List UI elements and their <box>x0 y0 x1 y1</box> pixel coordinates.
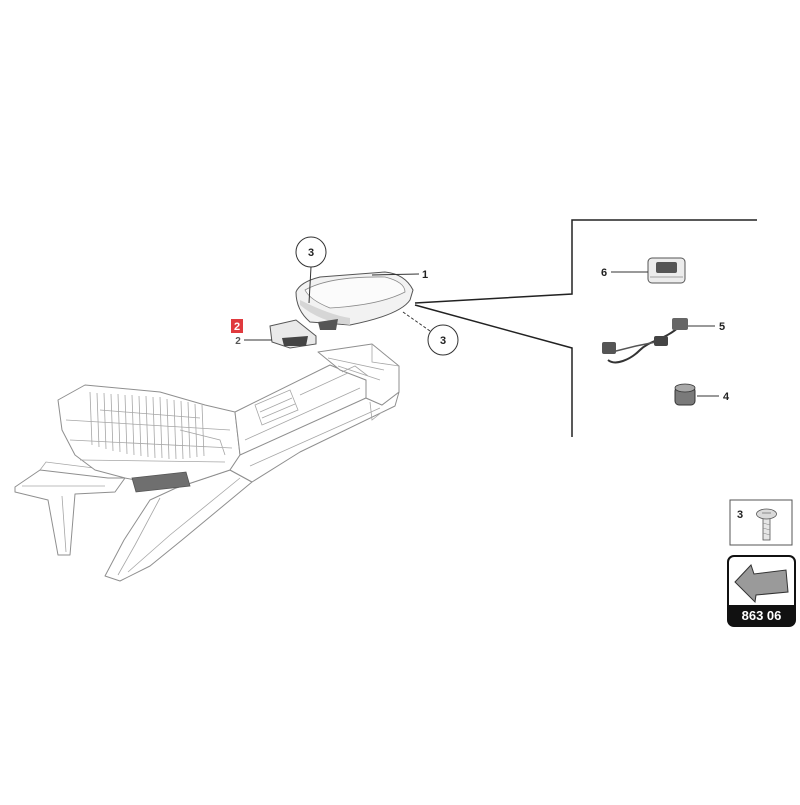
console-rear-end-detail <box>327 344 400 381</box>
callout-3-top-leader <box>308 266 312 304</box>
group-bracket-lower <box>414 304 573 437</box>
console-grille <box>131 471 191 493</box>
group-bracket-upper <box>414 219 757 304</box>
callout-part-3-top[interactable]: 3 <box>295 236 327 304</box>
callout-3-top-circle <box>295 236 327 268</box>
callout-3-right-label: 3 <box>440 335 446 347</box>
armrest-lid-part <box>295 271 414 330</box>
callout-part-5[interactable]: 5 <box>688 321 725 333</box>
console-tunnel-detail <box>244 371 361 441</box>
armrest-lid-tab <box>318 319 338 330</box>
callout-1-label: 1 <box>422 269 428 281</box>
callout-part-1[interactable]: 1 <box>371 269 428 281</box>
callout-part-6[interactable]: 6 <box>601 267 648 279</box>
console-lower-leg-detail <box>117 477 241 576</box>
callout-3-right-leader <box>402 311 431 332</box>
switch-button <box>656 262 677 273</box>
console-left-fin-detail <box>22 461 111 553</box>
callout-part-2[interactable]: 2 2 <box>231 319 272 347</box>
socket-part <box>674 383 696 406</box>
fastener-legend-frame <box>729 499 793 546</box>
fastener-legend-label: 3 <box>737 509 743 521</box>
harness-connector-right <box>672 318 688 330</box>
bracket-part <box>269 319 317 349</box>
console-rear-end <box>317 343 400 406</box>
screw-icon <box>756 508 777 541</box>
harness-connector-middle <box>654 336 668 346</box>
callout-2-under-label: 2 <box>235 336 241 347</box>
harness-wire-branch <box>611 341 657 353</box>
callout-3-top-label: 3 <box>308 247 314 259</box>
callout-part-3-right[interactable]: 3 <box>402 311 459 356</box>
callout-4-label: 4 <box>723 391 730 403</box>
callout-3-right-circle <box>427 324 459 356</box>
callout-2-label: 2 <box>234 321 240 333</box>
callout-1-leader <box>371 273 420 276</box>
armrest-lid-top <box>304 276 406 309</box>
cable-harness-part <box>602 318 688 364</box>
armrest-lid-shade <box>300 300 350 325</box>
fastener-legend[interactable]: 3 <box>729 499 793 546</box>
harness-wire <box>607 325 681 364</box>
console-left-fin <box>14 469 126 556</box>
callout-5-label: 5 <box>719 321 725 333</box>
console-front-module <box>57 384 241 489</box>
reference-bar <box>728 605 795 626</box>
group-bracket <box>414 219 757 437</box>
arrow-icon <box>734 564 789 604</box>
center-console-drawing <box>14 343 400 582</box>
harness-connector-left <box>602 342 616 354</box>
bracket-dark-face <box>282 336 308 346</box>
switch-part <box>647 257 686 284</box>
reference-badge[interactable]: 863 06 <box>727 555 796 627</box>
socket-top <box>674 383 696 393</box>
console-side-panel-detail <box>249 401 383 467</box>
reference-code: 863 06 <box>742 608 782 623</box>
callout-part-4[interactable]: 4 <box>697 391 730 403</box>
console-front-module-detail <box>65 391 233 463</box>
callout-2-highlight <box>231 319 243 333</box>
callout-6-label: 6 <box>601 267 607 279</box>
